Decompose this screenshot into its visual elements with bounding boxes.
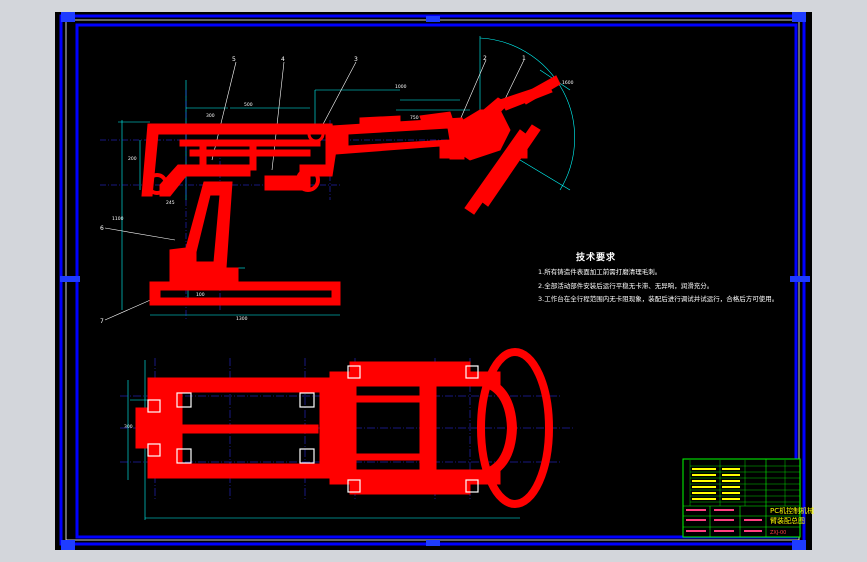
balloon-6: 6 <box>100 225 104 232</box>
dim-1300: 1300 <box>236 316 248 322</box>
dim-100: 100 <box>196 292 205 298</box>
balloon-7: 7 <box>100 318 104 325</box>
plan-bolt-pads <box>147 365 479 493</box>
technical-requirement-2: 2.全部活动部件安装后运行平稳无卡滞、无异响，润滑充分。 <box>538 282 714 290</box>
plan-view <box>120 348 575 520</box>
signature-block-entries <box>686 509 762 532</box>
dim-300-plan: 300 <box>124 424 133 430</box>
balloon-2: 2 <box>483 55 487 62</box>
dim-245: 245 <box>166 200 175 206</box>
dim-1000: 1000 <box>395 84 407 90</box>
parts-list-entries <box>692 468 740 500</box>
dim-1100: 1100 <box>112 216 124 222</box>
drawing-title-line1: PC机控制机械 <box>770 507 815 515</box>
dim-1600: 1600 <box>562 80 574 86</box>
balloon-3: 3 <box>354 56 358 63</box>
manipulator-arm <box>141 75 561 306</box>
plan-mechanism <box>135 348 553 508</box>
drawing-code: ZXJ-00 <box>770 530 787 536</box>
dim-750: 750 <box>410 115 419 121</box>
title-block <box>682 458 801 538</box>
balloon-5: 5 <box>232 56 236 63</box>
dim-200: 200 <box>128 156 137 162</box>
dim-300: 300 <box>206 113 215 119</box>
technical-requirement-1: 1.所有铸造件表面加工前需打磨清理毛刺。 <box>538 268 662 276</box>
dimension-values: 500 300 1000 750 200 245 1100 100 1300 1… <box>112 80 574 430</box>
dim-500: 500 <box>244 102 253 108</box>
elevation-view: 5 4 3 2 1 6 7 500 300 1000 750 200 245 1… <box>100 36 575 430</box>
balloon-4: 4 <box>281 56 285 63</box>
parts-list-rows <box>689 460 800 506</box>
technical-requirements-title: 技术要求 <box>576 253 617 263</box>
technical-requirement-3: 3.工作台在全行程范围内无卡阻现象，装配后进行调试并试运行，合格后方可使用。 <box>538 295 779 303</box>
drawing-title-line2: 臂装配总图 <box>770 517 805 525</box>
balloon-1: 1 <box>522 55 526 62</box>
frame-grips <box>60 12 810 550</box>
part-balloons: 5 4 3 2 1 6 7 <box>100 55 526 325</box>
